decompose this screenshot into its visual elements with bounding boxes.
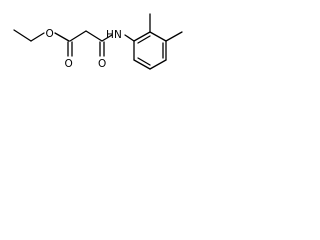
bond-set xyxy=(13,13,183,70)
bond-ester-carbon-ch2 xyxy=(69,30,87,42)
bond-ring-5 xyxy=(133,59,151,70)
atom-label-hydrogen: H xyxy=(106,29,114,41)
bond-ethyl-ch2 xyxy=(30,32,45,42)
bond-ring-2 xyxy=(149,31,167,42)
atom-label-ester-carbonyl-oxygen: O xyxy=(65,58,73,70)
atom-label-amide-oxygen: O xyxy=(98,58,106,70)
bond-methyl-meta xyxy=(165,31,183,42)
bond-amide-carbon-nitrogen xyxy=(101,34,113,42)
bond-ring-inner-1 xyxy=(137,35,151,44)
bond-nitrogen-ring xyxy=(124,34,135,42)
atom-label-ester-oxygen: O xyxy=(46,28,54,40)
bond-ring-4 xyxy=(149,59,167,70)
bond-ring-1 xyxy=(133,31,151,42)
bond-ring-inner-3 xyxy=(137,57,151,66)
chemical-structure: O O O H N xyxy=(13,13,183,70)
bond-ch2-amide-carbon xyxy=(85,30,103,42)
bond-ester-oxygen-carbon xyxy=(54,32,70,42)
bond-ethyl-methyl xyxy=(13,29,32,42)
atom-label-nitrogen: N xyxy=(114,29,122,41)
